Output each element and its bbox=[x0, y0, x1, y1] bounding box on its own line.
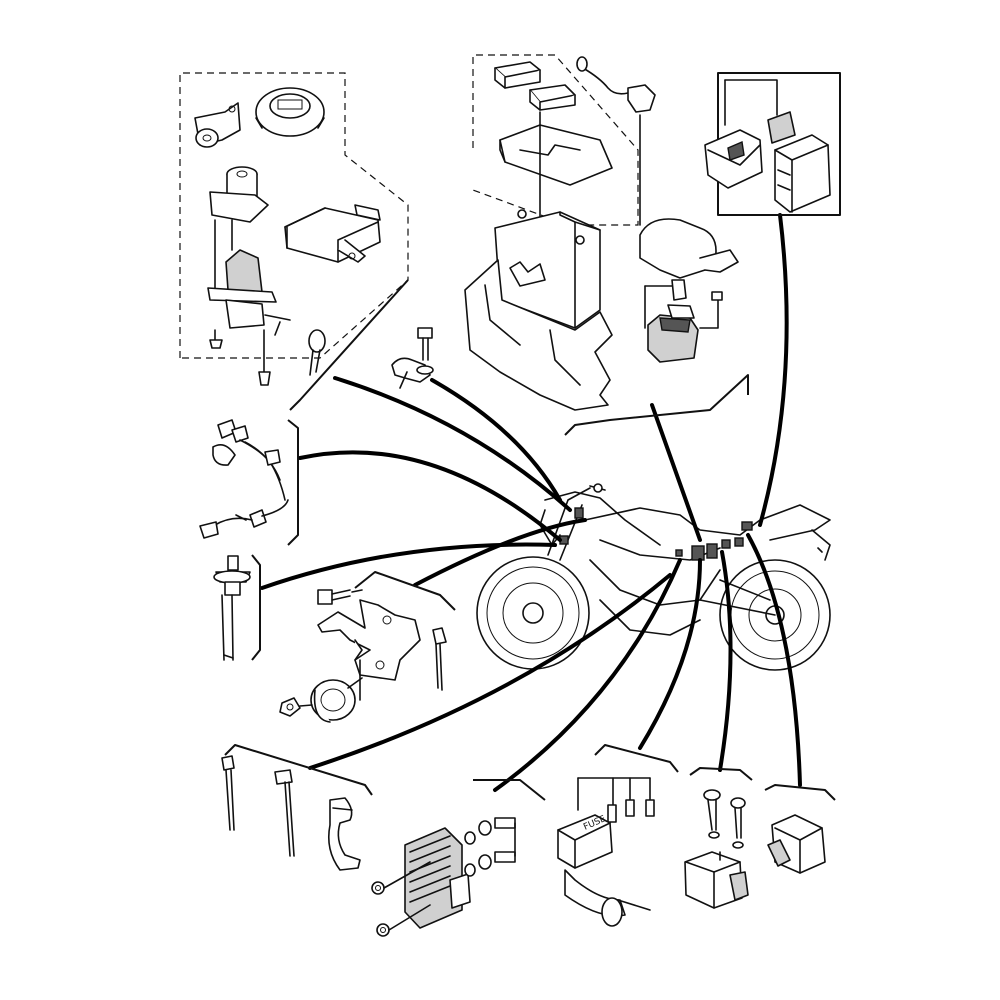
rectifier-regulator-group bbox=[371, 779, 546, 937]
front-wheel bbox=[476, 556, 590, 670]
battery-cover bbox=[464, 259, 613, 411]
ignition-lock bbox=[207, 166, 291, 386]
leader-lines bbox=[260, 213, 802, 792]
battery-tray bbox=[499, 124, 613, 186]
fuse-box: FUSE bbox=[557, 814, 613, 869]
rectifier-regulator bbox=[404, 827, 471, 929]
relay-unit-group bbox=[704, 72, 841, 216]
relay-screws bbox=[703, 789, 746, 849]
regulator-spacers bbox=[464, 817, 516, 877]
fuse-box-group: FUSE bbox=[557, 744, 679, 927]
horn-lead bbox=[432, 627, 447, 691]
regulator-bolts bbox=[371, 861, 431, 937]
motorcycle-illustration bbox=[476, 483, 831, 671]
seat-lock bbox=[194, 102, 241, 148]
ignition-switch-group bbox=[179, 72, 409, 411]
cable-clamps-group bbox=[221, 744, 373, 871]
wire-harness bbox=[199, 419, 299, 546]
flasher-relay-group bbox=[764, 784, 836, 874]
starter-relay-group bbox=[564, 218, 749, 436]
horn bbox=[310, 677, 363, 723]
cable-tie-grommet bbox=[213, 554, 261, 661]
turn-signal-relay-group bbox=[684, 767, 753, 909]
battery-lead bbox=[576, 56, 656, 226]
bike-body bbox=[539, 483, 831, 636]
fuel-tank-cap bbox=[255, 87, 325, 137]
battery-foam-pads bbox=[494, 61, 576, 111]
ignition-key bbox=[308, 329, 326, 376]
bracket-bolt bbox=[317, 589, 363, 605]
bolt-and-clip bbox=[391, 327, 434, 389]
horn-bracket-group bbox=[279, 571, 456, 723]
battery-group bbox=[464, 54, 656, 411]
cdi-unit bbox=[284, 204, 381, 263]
relay-rubber-cover bbox=[639, 218, 739, 279]
